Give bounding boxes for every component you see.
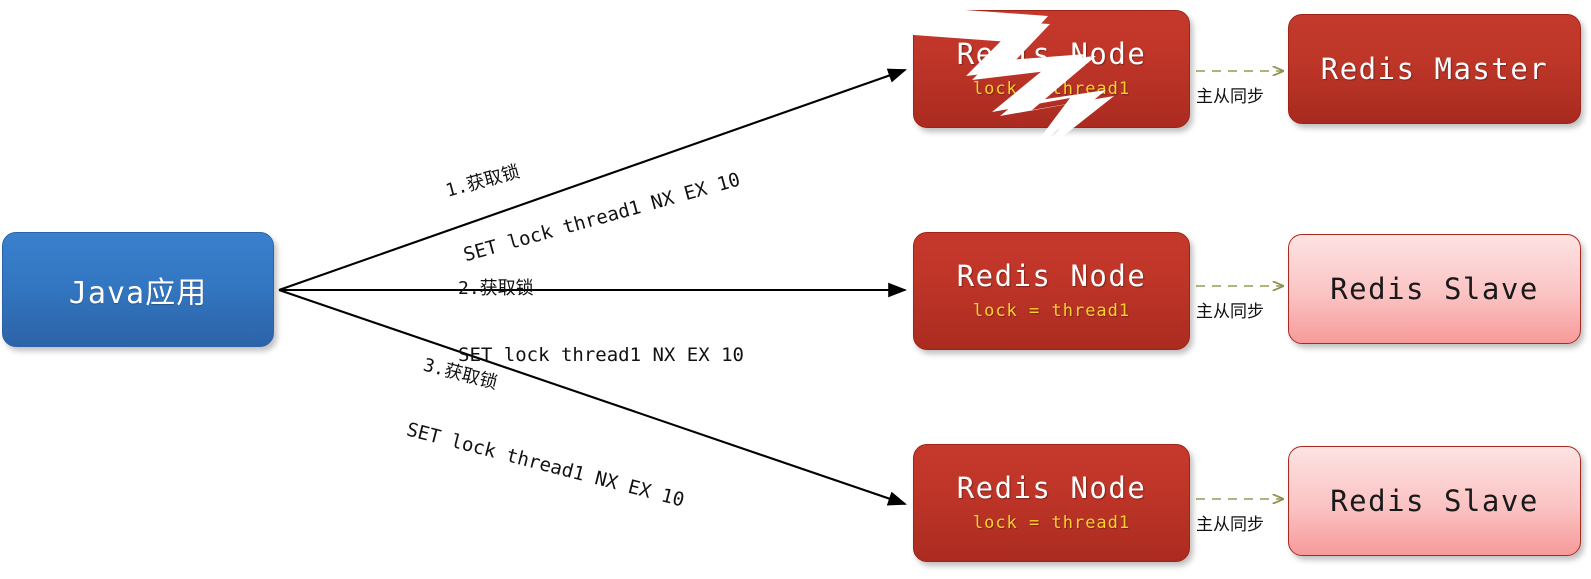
request-label-2-command: SET lock thread1 NX EX 10 xyxy=(458,344,744,367)
redis-node-3-title: Redis Node xyxy=(956,471,1147,506)
redis-master-label: Redis Master xyxy=(1320,52,1549,86)
redis-node-3[interactable]: Redis Node lock = thread1 xyxy=(913,444,1190,562)
redis-node-1[interactable]: Redis Node lock = thread1 xyxy=(913,10,1190,128)
sync-label-3: 主从同步 xyxy=(1196,515,1264,535)
request-label-2-step: 2.获取锁 xyxy=(458,278,534,300)
redis-node-2[interactable]: Redis Node lock = thread1 xyxy=(913,232,1190,350)
java-application-node[interactable]: Java应用 xyxy=(2,232,274,347)
redis-node-1-title: Redis Node xyxy=(956,37,1147,72)
java-application-label: Java应用 xyxy=(68,275,208,311)
request-label-2: 2.获取锁 SET lock thread1 NX EX 10 xyxy=(458,235,744,410)
redis-slave-node-1[interactable]: Redis Slave xyxy=(1288,234,1581,344)
sync-label-1: 主从同步 xyxy=(1196,87,1264,107)
redis-slave-node-2[interactable]: Redis Slave CSDN @Maiko Star xyxy=(1288,446,1581,556)
redis-node-2-title: Redis Node xyxy=(956,259,1147,294)
redis-slave-1-label: Redis Slave xyxy=(1330,272,1539,306)
sync-label-2: 主从同步 xyxy=(1196,302,1264,322)
redis-slave-2-label: Redis Slave xyxy=(1330,484,1539,518)
redis-node-2-lock-value: lock = thread1 xyxy=(972,300,1131,321)
redis-node-1-lock-value: lock = thread1 xyxy=(972,78,1131,99)
redis-node-3-lock-value: lock = thread1 xyxy=(972,512,1131,533)
redis-master-node[interactable]: Redis Master xyxy=(1288,14,1581,124)
